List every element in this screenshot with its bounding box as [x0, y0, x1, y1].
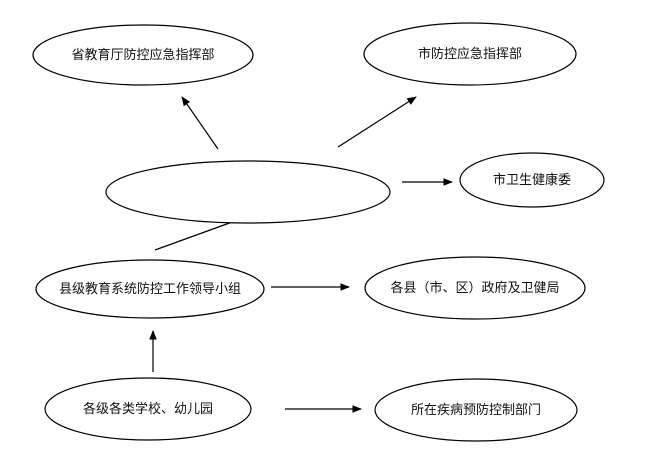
node-central — [105, 160, 391, 224]
node-county-health-bureaus: 各县（市、区）政府及卫健局 — [364, 256, 586, 320]
ellipse-city-health — [459, 152, 605, 208]
arrow-central-to-provincial-command — [181, 96, 219, 150]
ellipse-central — [105, 160, 391, 224]
ellipse-local-disease-control — [374, 378, 578, 442]
label-city-health: 市卫生健康委 — [493, 172, 571, 188]
label-county-leading-group: 县级教育系统防控工作领导小组 — [59, 281, 241, 297]
node-local-disease-control: 所在疾病预防控制部门 — [374, 378, 578, 442]
label-county-health-bureaus: 各县（市、区）政府及卫健局 — [390, 280, 559, 296]
ellipse-provincial-command — [32, 24, 254, 86]
ellipse-schools — [44, 377, 252, 441]
ellipse-county-health-bureaus — [364, 256, 586, 320]
label-provincial-command: 省教育厅防控应急指挥部 — [71, 47, 214, 63]
ellipse-city-command — [363, 22, 577, 86]
node-city-health: 市卫生健康委 — [459, 152, 605, 208]
edges — [149, 96, 453, 413]
node-schools: 各级各类学校、幼儿园 — [44, 377, 252, 441]
node-city-command: 市防控应急指挥部 — [363, 22, 577, 86]
label-city-command: 市防控应急指挥部 — [418, 46, 522, 62]
ellipse-county-leading-group — [35, 259, 265, 319]
label-local-disease-control: 所在疾病预防控制部门 — [411, 402, 541, 418]
node-provincial-command: 省教育厅防控应急指挥部 — [32, 24, 254, 86]
arrow-central-to-city-command — [337, 96, 417, 148]
label-schools: 各级各类学校、幼儿园 — [83, 401, 213, 417]
node-county-leading-group: 县级教育系统防控工作领导小组 — [35, 259, 265, 319]
